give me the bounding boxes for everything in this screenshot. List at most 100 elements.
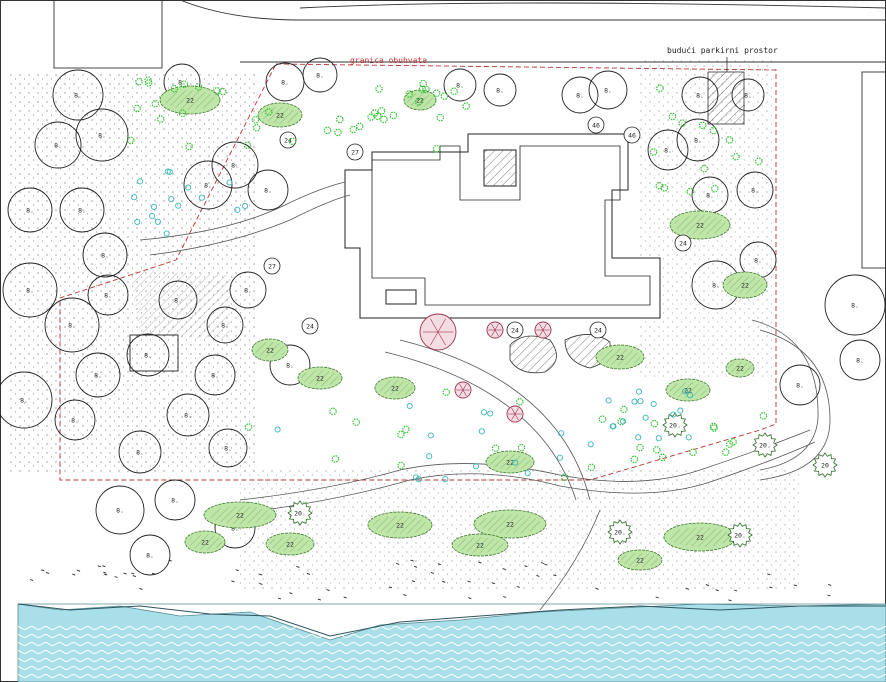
tree-canopy (443, 68, 477, 102)
planting-circle (587, 116, 605, 134)
rock-fleck (259, 582, 263, 585)
groundcover-green (617, 417, 625, 426)
tree: 8. (54, 399, 96, 441)
specimen-plant: 20. (287, 500, 313, 526)
planting: 24 (589, 321, 607, 339)
planting-label: 27 (268, 263, 276, 271)
shrub-label: 22 (506, 521, 514, 529)
tree-label: 8. (712, 282, 720, 290)
tree-canopy (158, 280, 198, 320)
red-tree (534, 321, 552, 339)
planting-label: 24 (679, 240, 687, 248)
specimen-label: 20. (759, 442, 771, 450)
red-tree-spoke (511, 413, 516, 421)
tree-canopy (34, 121, 82, 169)
tree-canopy (87, 274, 129, 316)
shrub-group: 22 (665, 378, 711, 402)
tree-label: 8. (101, 252, 109, 260)
tree-canopy (59, 187, 105, 233)
tree-canopy (154, 479, 196, 521)
tree-label: 8. (146, 552, 154, 560)
groundcover-cyan (682, 388, 689, 395)
rock-fleck (769, 586, 773, 589)
rock-fleck (235, 569, 239, 572)
rock-fleck (102, 565, 106, 568)
groundcover-green (135, 77, 143, 86)
specimen-label: 20 (821, 462, 829, 470)
rock-fleck (413, 565, 418, 568)
groundcover-green (668, 112, 677, 121)
groundcover-cyan (134, 218, 141, 225)
groundcover-green (252, 124, 261, 132)
groundcover-cyan (655, 435, 662, 442)
shrub-hatch (674, 215, 726, 235)
planting-circle (674, 234, 692, 252)
shrub-group: 22 (251, 338, 289, 362)
groundcover-green (732, 152, 740, 161)
rock-fleck (733, 589, 738, 592)
groundcover-green (660, 184, 669, 192)
tree: 8. (166, 393, 210, 437)
shrub-label: 22 (286, 541, 294, 549)
rock-fleck (139, 587, 143, 590)
specimen-plant: 20. (607, 519, 633, 545)
groundcover-green (419, 79, 427, 88)
groundcover-green (144, 79, 153, 87)
tree-canopy (779, 364, 821, 406)
shrub-group: 22 (595, 344, 645, 370)
tree: 8. (647, 129, 689, 171)
red-tree-spoke (539, 329, 544, 337)
rock-fleck (151, 572, 156, 575)
groundcover-cyan (137, 178, 144, 185)
shrub-label: 22 (391, 385, 399, 393)
groundcover-green (251, 116, 260, 124)
red-tree-spoke (437, 318, 446, 333)
rock-fleck (114, 576, 118, 578)
specimen-outline (662, 412, 688, 438)
tree-canopy (129, 534, 171, 576)
red-tree-spoke (462, 383, 467, 391)
groundcover-green (334, 128, 342, 137)
specimen-label: 20. (669, 422, 681, 430)
tree-label: 8. (20, 397, 28, 405)
tree-canopy (681, 76, 719, 114)
groundcover-green (649, 148, 658, 156)
main-building (344, 133, 661, 319)
red-tree-spoke (459, 383, 464, 391)
tree: 8. (7, 187, 53, 233)
groundcover-cyan (198, 194, 205, 201)
tree-label: 8. (184, 412, 192, 420)
rock-fleck (72, 573, 76, 576)
shrub-hatch (669, 382, 707, 398)
tree-label: 8. (221, 322, 229, 330)
shrub-group: 22 (473, 509, 547, 539)
groundcover-green (636, 443, 644, 452)
rock-fleck (403, 594, 407, 597)
tree: 8. (247, 169, 289, 211)
tree-label: 8. (664, 147, 672, 155)
tree: 8. (779, 364, 821, 406)
groundcover-green (754, 157, 763, 166)
tree: 8. (87, 274, 129, 316)
rock-fleck (396, 562, 400, 565)
tree-label: 8. (244, 287, 252, 295)
groundcover-green (244, 423, 253, 431)
groundcover-green (587, 463, 596, 472)
shrub-hatch (261, 106, 299, 124)
tree-label: 8. (231, 525, 239, 533)
groundcover-cyan (478, 428, 485, 435)
shrub-hatch (406, 93, 434, 107)
groundcover-green (725, 136, 734, 144)
walkways (139, 181, 831, 611)
tree-canopy (52, 69, 104, 121)
tree: 8. (302, 57, 338, 93)
tree: 8. (211, 141, 259, 189)
tree: 8. (824, 274, 886, 336)
specimen-outline (727, 522, 753, 548)
specimen-outline (287, 500, 313, 526)
groundcover-green (710, 184, 719, 193)
red-tree (506, 405, 524, 423)
red-tree-spoke (511, 407, 516, 415)
groundcover-green (658, 453, 667, 462)
rock-fleck (468, 597, 472, 600)
